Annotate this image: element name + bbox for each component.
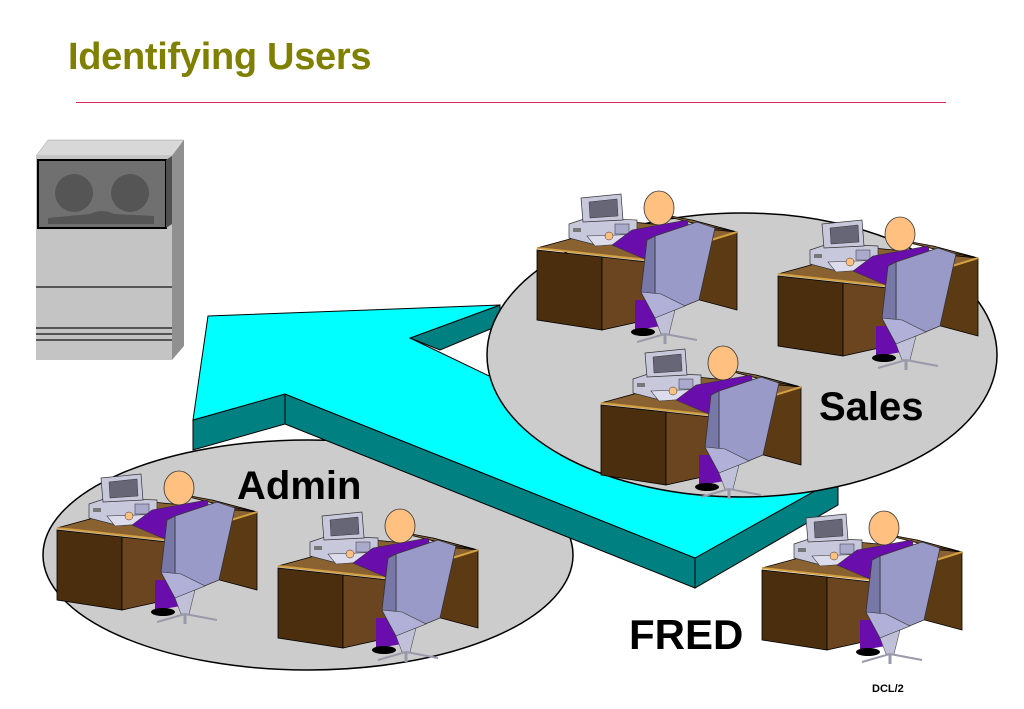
admin-group-label: Admin — [237, 464, 362, 508]
fred-workstation — [760, 509, 964, 666]
identification-arrow — [192, 304, 840, 589]
slide-footer: DCL/2 — [872, 683, 904, 695]
title-divider — [76, 102, 946, 103]
mainframe-server-icon — [35, 139, 185, 360]
sales-group-label: Sales — [819, 385, 924, 429]
fred-user-label: FRED — [629, 611, 744, 658]
slide-title: Identifying Users — [68, 36, 372, 78]
